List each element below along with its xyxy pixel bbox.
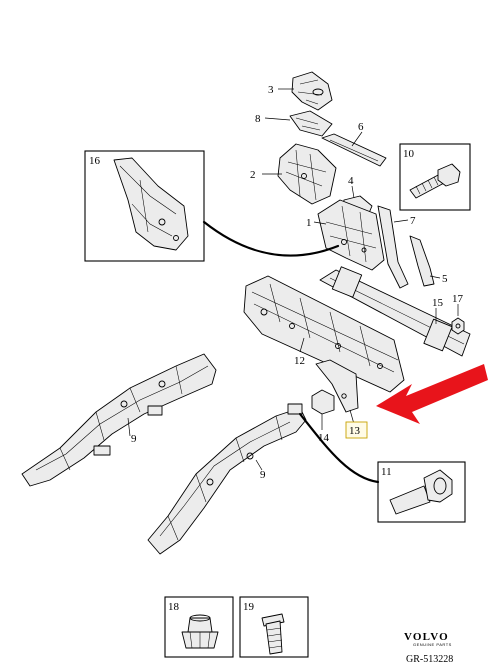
part-7-strip[interactable]	[377, 205, 409, 289]
drawing-code: GR-513228	[406, 654, 453, 665]
callout-13-highlight	[345, 421, 368, 439]
leader-curve-16	[202, 220, 340, 257]
part-13-gusset[interactable]	[315, 359, 359, 413]
callout-1: 1	[306, 217, 312, 229]
part-17-nut[interactable]	[451, 317, 465, 335]
part-8-plate[interactable]	[289, 110, 333, 137]
part-3-bracket[interactable]	[291, 71, 333, 111]
part-5-bracket[interactable]	[409, 235, 435, 287]
callout-18: 18	[168, 601, 180, 613]
callout-5: 5	[442, 273, 448, 285]
red-arrow-icon	[376, 364, 488, 424]
leader-curve-11	[298, 412, 380, 484]
part-14-bracket[interactable]	[311, 389, 335, 415]
detail-box-16[interactable]	[84, 150, 205, 262]
part-15-crossmember[interactable]	[319, 266, 471, 357]
callout-4: 4	[348, 175, 354, 187]
callout-14: 14	[318, 432, 330, 444]
callout-13: 13	[349, 425, 361, 437]
detail-box-11[interactable]	[377, 461, 466, 523]
detail-box-19[interactable]	[239, 596, 309, 658]
part-1-panel[interactable]	[317, 199, 385, 271]
detail-box-10[interactable]	[399, 143, 471, 211]
callout-9-left: 9	[131, 433, 137, 445]
part-9-right-member[interactable]	[147, 403, 307, 555]
detail-box-18[interactable]	[164, 596, 234, 658]
callout-19: 19	[243, 601, 255, 613]
part-2-bracket[interactable]	[277, 143, 337, 205]
callout-8: 8	[255, 113, 261, 125]
callout-11: 11	[381, 466, 392, 478]
part-6-strip[interactable]	[321, 133, 387, 167]
part-9-left-member[interactable]	[21, 353, 217, 487]
part-12-panel[interactable]	[243, 275, 405, 393]
callout-6: 6	[358, 121, 364, 133]
callout-9-right: 9	[260, 469, 266, 481]
brand-logo: VOLVO	[404, 631, 449, 643]
callout-7: 7	[410, 215, 416, 227]
callout-12: 12	[294, 355, 305, 367]
callout-10: 10	[403, 148, 415, 160]
callout-16: 16	[89, 155, 101, 167]
callout-3: 3	[268, 84, 274, 96]
callout-2: 2	[250, 169, 256, 181]
callout-15: 15	[432, 297, 444, 309]
brand-sub: GENUINE PARTS	[413, 642, 452, 647]
callout-17: 17	[452, 293, 464, 305]
